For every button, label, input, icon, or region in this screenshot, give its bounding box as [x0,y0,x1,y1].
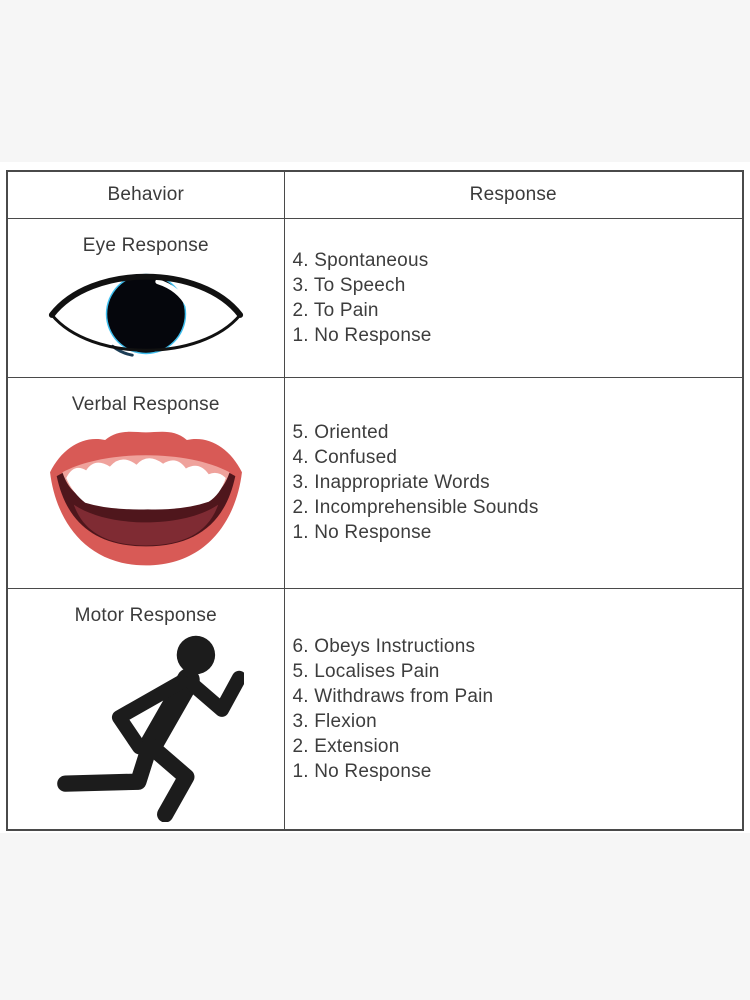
response-cell-motor: 6. Obeys Instructions 5. Localises Pain … [283,587,744,831]
gcs-artwork-canvas: Behavior Response Eye Response [0,162,750,833]
eye-icon [8,262,284,364]
response-item: 5. Oriented [292,422,389,443]
header-row: Behavior Response [6,170,744,219]
table-row-eye-response: Eye Response 4. Spont [6,217,744,378]
row-label-verbal-response: Verbal Response [71,393,220,415]
response-item: 3. Flexion [292,710,377,732]
response-cell-verbal: 5. Oriented 4. Confused 3. Inappropriate… [283,376,744,589]
table-row-verbal-response: Verbal Response 5. Oriented [6,376,744,589]
response-item: 4. Withdraws from Pain [292,685,494,707]
response-item: 5. Localises Pain [292,660,440,682]
response-item: 3. To Speech [292,274,406,296]
mouth-icon [8,421,284,573]
response-item: 1. No Response [292,760,432,782]
response-cell-eye: 4. Spontaneous 3. To Speech 2. To Pain 1… [283,217,744,378]
behavior-column-header: Behavior [6,170,285,219]
row-label-eye-response: Eye Response [82,234,209,256]
behavior-cell-motor: Motor Response [6,587,285,831]
response-item: 1. No Response [292,522,432,543]
running-man-icon [8,630,284,822]
response-list-verbal: 5. Oriented 4. Confused 3. Inappropriate… [285,420,743,545]
response-item: 2. Extension [292,735,400,757]
behavior-cell-eye: Eye Response [6,217,285,378]
response-column-header: Response [283,170,744,219]
response-item: 4. Confused [292,447,398,468]
response-list-motor: 6. Obeys Instructions 5. Localises Pain … [285,634,743,784]
behavior-cell-verbal: Verbal Response [6,376,285,589]
row-label-motor-response: Motor Response [74,604,217,626]
response-list-eye: 4. Spontaneous 3. To Speech 2. To Pain 1… [285,248,743,348]
response-item: 2. Incomprehensible Sounds [292,497,539,518]
table-row-motor-response: Motor Response [6,587,744,831]
gcs-table: Behavior Response Eye Response [6,170,744,831]
response-item: 1. No Response [292,324,432,346]
response-item: 3. Inappropriate Words [292,472,490,493]
response-item: 4. Spontaneous [292,249,429,271]
response-item: 2. To Pain [292,299,379,321]
response-item: 6. Obeys Instructions [292,635,476,657]
